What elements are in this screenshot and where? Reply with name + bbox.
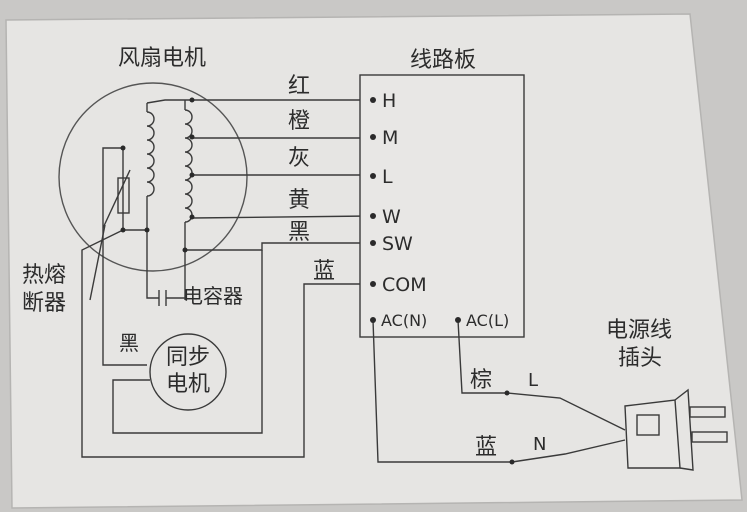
- capacitor-symbol: [146, 230, 185, 306]
- plug-title-line1: 电源线: [606, 318, 672, 343]
- terminal-dots: [120, 97, 515, 465]
- fuse-label-line1: 热熔: [22, 263, 66, 288]
- plug-blue-label: 蓝: [475, 435, 497, 460]
- wire-label-gray: 灰: [288, 146, 310, 171]
- wire-ac-l: [457, 319, 507, 394]
- terminal-w: W: [382, 206, 401, 228]
- wire-label-orange: 橙: [288, 109, 310, 134]
- power-plug: [624, 388, 728, 471]
- circuit-board: [359, 74, 525, 338]
- terminal-ac-l: AC(L): [466, 311, 509, 330]
- terminal-ac-n: AC(N): [381, 311, 427, 330]
- wire-sync-motor: [112, 250, 263, 434]
- sync-motor-outline: [149, 333, 227, 411]
- motor-outline: [58, 82, 248, 272]
- wire-label-black: 黑: [288, 220, 310, 245]
- plug-title-line2: 插头: [618, 346, 662, 371]
- thermal-fuse: [89, 147, 147, 366]
- terminal-sw: SW: [382, 233, 413, 255]
- sync-motor-label-line1: 同步: [166, 345, 210, 370]
- wire-label-yellow: 黄: [288, 188, 310, 213]
- wire-label-blue: 蓝: [313, 259, 335, 284]
- terminal-m: M: [382, 127, 398, 149]
- terminal-h: H: [382, 90, 396, 112]
- motor-coil-right: [184, 100, 193, 300]
- plug-brown-label: 棕: [470, 368, 492, 393]
- sync-motor-wire-label: 黑: [119, 331, 139, 355]
- terminal-com: COM: [382, 274, 427, 296]
- wire-red: [146, 99, 368, 104]
- terminal-l: L: [382, 166, 393, 188]
- motor-title: 风扇电机: [118, 46, 206, 71]
- wire-label-red: 红: [288, 74, 310, 99]
- plug-wire-l: [506, 392, 626, 431]
- capacitor-label: 电容器: [183, 284, 243, 308]
- fuse-label-line2: 断器: [22, 291, 66, 316]
- wire-blue-com: [81, 229, 370, 458]
- motor-coil-left: [146, 103, 155, 230]
- board-title: 线路板: [410, 48, 476, 73]
- sync-motor-label-line2: 电机: [166, 372, 210, 397]
- wire-yellow: [191, 215, 371, 219]
- plug-l-label: L: [528, 370, 538, 391]
- wire-ac-n: [372, 319, 512, 463]
- plug-wire-n: [511, 439, 626, 463]
- plug-n-label: N: [533, 434, 546, 455]
- wire-black: [185, 242, 370, 251]
